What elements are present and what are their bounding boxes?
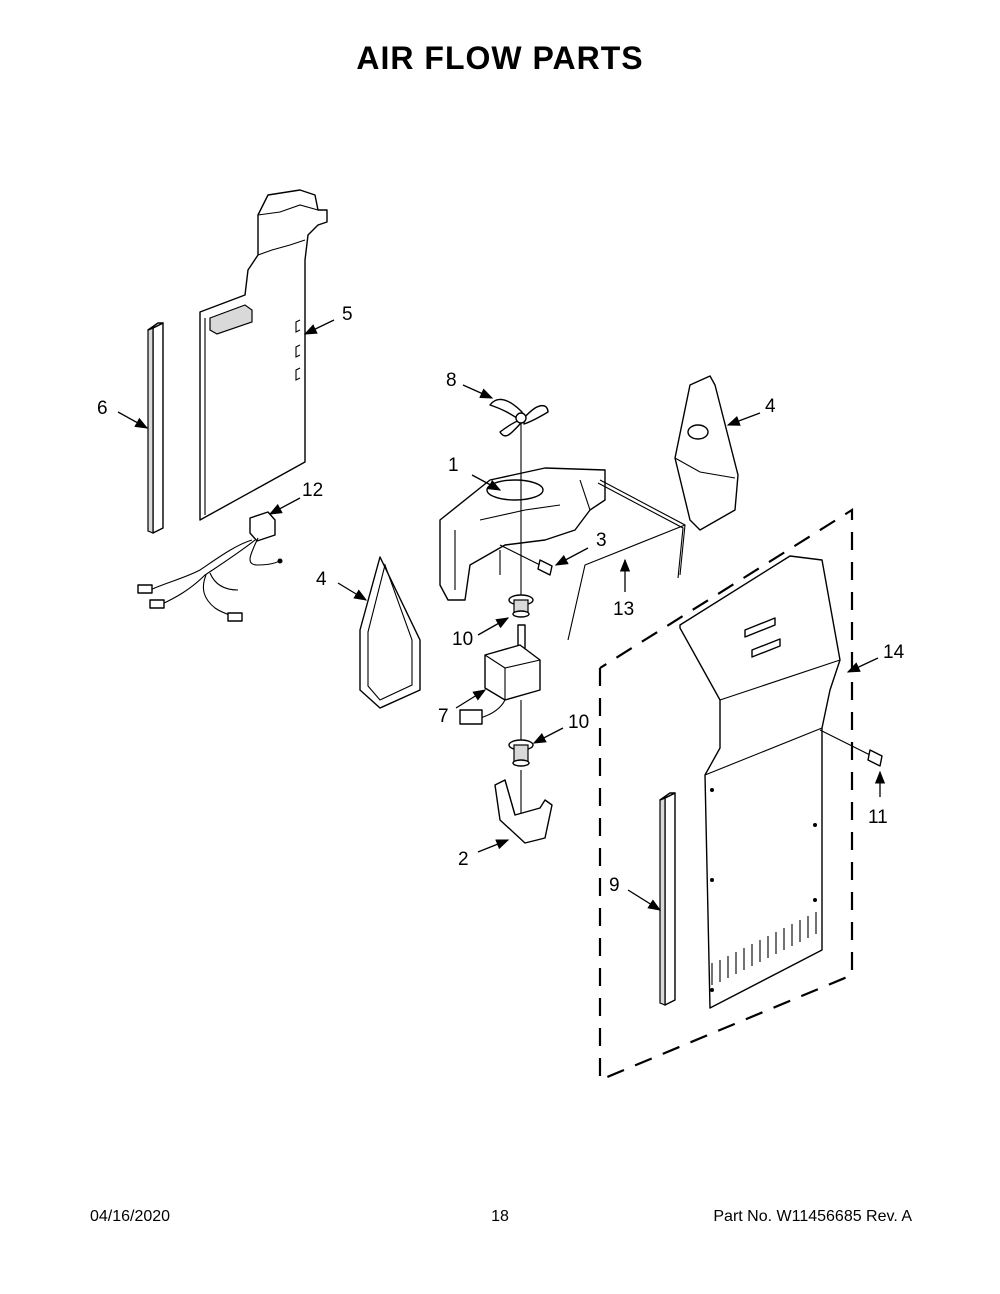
callout-1: 1 (448, 455, 459, 476)
footer-date: 04/16/2020 (90, 1208, 171, 1225)
motor-mount-bracket (494, 779, 553, 844)
screw-part-3 (499, 544, 553, 576)
gasket-strip-right (659, 792, 676, 1006)
leader-lines (117, 319, 886, 911)
footer-part-number: Part No. W11456685 Rev. A (713, 1208, 912, 1225)
callout-12: 12 (302, 480, 323, 501)
callout-7: 7 (438, 706, 449, 727)
assembly-boundary-dashed (598, 508, 854, 1082)
vent-slots (711, 912, 817, 985)
callout-10-upper: 10 (452, 629, 473, 650)
callout-9: 9 (609, 875, 620, 896)
evaporator-cover-panel (679, 555, 841, 1009)
callout-10-lower: 10 (568, 712, 589, 733)
callout-4-right: 4 (765, 396, 776, 417)
foam-insulation-left (359, 556, 421, 709)
wire-harness (137, 511, 283, 622)
callout-8: 8 (446, 370, 457, 391)
callout-4-left: 4 (316, 569, 327, 590)
callout-5: 5 (342, 304, 353, 325)
fan-shroud-housing (439, 467, 606, 601)
callout-14: 14 (883, 642, 905, 663)
rear-air-duct-panel (199, 189, 328, 521)
page-title: AIR FLOW PARTS (356, 40, 644, 76)
foam-insulation-right (674, 375, 739, 531)
callout-2: 2 (458, 849, 469, 870)
footer-page-number: 18 (491, 1208, 509, 1225)
callout-6: 6 (97, 398, 108, 419)
motor-grommet-upper (508, 594, 534, 618)
callout-3: 3 (596, 530, 607, 551)
fan-motor (459, 624, 541, 725)
gasket-strip-left (147, 322, 164, 534)
screw-part-11 (819, 729, 883, 767)
callout-11: 11 (868, 807, 888, 828)
shroud-wire-rod (567, 479, 686, 641)
fan-blade (489, 398, 549, 437)
motor-grommet-lower (508, 739, 534, 767)
callout-13: 13 (613, 599, 634, 620)
